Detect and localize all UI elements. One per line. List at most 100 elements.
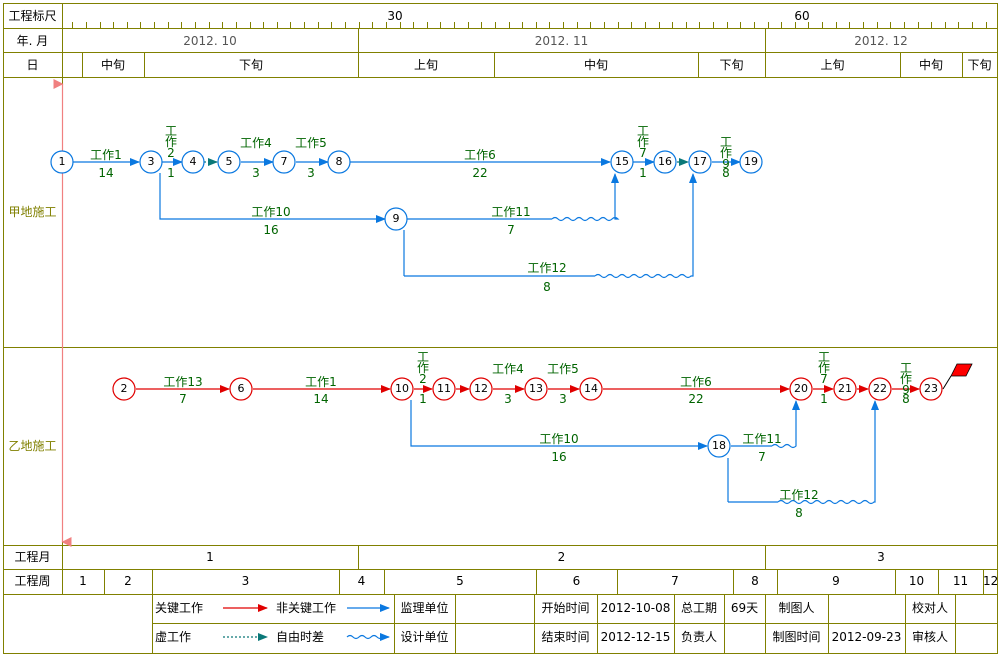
node-number: 10 bbox=[395, 382, 409, 395]
work-name: 工作11 bbox=[491, 205, 531, 219]
work-name: 工作11 bbox=[742, 432, 782, 446]
node-a-1 bbox=[50, 150, 74, 174]
total-duration-value: 69天 bbox=[730, 601, 759, 615]
work-name: 工作1 bbox=[90, 148, 122, 162]
period-3: 上旬 bbox=[413, 58, 438, 72]
node-b-2 bbox=[112, 377, 136, 401]
node-number: 21 bbox=[838, 382, 852, 395]
legend-free-float-label: 自由时差 bbox=[276, 630, 325, 644]
work-duration: 8 bbox=[795, 506, 803, 520]
node-number: 5 bbox=[225, 155, 233, 168]
node-a-5 bbox=[217, 150, 241, 174]
node-number: 23 bbox=[924, 382, 938, 395]
lane-b-noncritical-arrows bbox=[410, 400, 879, 505]
finish-flag-icon bbox=[950, 363, 973, 377]
work-name: 工作12 bbox=[527, 261, 567, 275]
period-5: 下旬 bbox=[719, 58, 744, 72]
row-label-project-week: 工程周 bbox=[14, 574, 51, 588]
node-number: 15 bbox=[615, 155, 629, 168]
work-duration: 22 bbox=[688, 392, 704, 406]
scale-tick-60: 60 bbox=[794, 9, 810, 23]
work-name: 工作6 bbox=[680, 375, 712, 389]
work-duration: 14 bbox=[98, 166, 114, 180]
node-number: 17 bbox=[693, 155, 707, 168]
project-week-5: 5 bbox=[456, 574, 464, 588]
row-label-month: 年. 月 bbox=[16, 34, 49, 48]
project-week-1: 1 bbox=[79, 574, 87, 588]
lane-label-a: 甲地施工 bbox=[8, 205, 57, 219]
work-name: 工作2 bbox=[164, 124, 177, 160]
work-duration: 3 bbox=[307, 166, 315, 180]
month-oct: 2012. 10 bbox=[183, 34, 237, 48]
project-week-2: 2 bbox=[124, 574, 132, 588]
node-number: 13 bbox=[529, 382, 543, 395]
legend-arrows bbox=[223, 604, 390, 641]
node-number: 4 bbox=[189, 155, 197, 168]
lane-a-nodes bbox=[50, 150, 763, 231]
work-name: 工作7 bbox=[817, 350, 830, 386]
drawer-label: 制图人 bbox=[778, 601, 815, 615]
project-week-9: 9 bbox=[832, 574, 840, 588]
node-b-13 bbox=[524, 377, 548, 401]
node-a-7 bbox=[272, 150, 296, 174]
project-week-7: 7 bbox=[671, 574, 679, 588]
work-duration: 8 bbox=[543, 280, 551, 294]
proofreader-label: 校对人 bbox=[911, 601, 948, 615]
work-duration: 8 bbox=[902, 392, 910, 406]
period-4: 中旬 bbox=[583, 58, 608, 72]
work-duration: 1 bbox=[419, 392, 427, 406]
work-name: 工作9 bbox=[719, 135, 732, 171]
period-7: 中旬 bbox=[918, 58, 943, 72]
legend-critical-label: 关键工作 bbox=[155, 601, 204, 615]
node-b-18 bbox=[707, 434, 731, 458]
month-nov: 2012. 11 bbox=[534, 34, 589, 48]
node-number: 12 bbox=[474, 382, 488, 395]
work-name: 工作12 bbox=[779, 488, 819, 502]
end-time-label: 结束时间 bbox=[541, 630, 590, 644]
work-duration: 7 bbox=[179, 392, 187, 406]
node-b-6 bbox=[229, 377, 253, 401]
period-8: 下旬 bbox=[967, 58, 992, 72]
scale-tick-30: 30 bbox=[387, 9, 403, 23]
legend-dummy-label: 虚工作 bbox=[155, 630, 192, 644]
node-number: 7 bbox=[280, 155, 288, 168]
supervisor-unit-label: 监理单位 bbox=[400, 601, 449, 615]
work-duration: 8 bbox=[722, 166, 730, 180]
work-duration: 16 bbox=[551, 450, 567, 464]
work-name: 工作1 bbox=[305, 375, 337, 389]
start-time-label: 开始时间 bbox=[541, 601, 590, 615]
node-number: 22 bbox=[873, 382, 887, 395]
project-week-11: 11 bbox=[952, 574, 969, 588]
legend-free-float-arrow bbox=[346, 633, 390, 641]
work-duration: 3 bbox=[504, 392, 512, 406]
work-name: 工作4 bbox=[240, 136, 272, 150]
node-number: 3 bbox=[147, 155, 155, 168]
draw-time-label: 制图时间 bbox=[772, 630, 821, 644]
node-number: 14 bbox=[584, 382, 598, 395]
work-name: 工作5 bbox=[295, 136, 327, 150]
finish-flag-pole bbox=[942, 375, 952, 390]
node-number: 9 bbox=[392, 212, 400, 225]
project-month-2: 2 bbox=[557, 550, 566, 564]
project-week-4: 4 bbox=[357, 574, 366, 588]
project-week-6: 6 bbox=[572, 574, 581, 588]
start-time-value: 2012-10-08 bbox=[600, 601, 671, 615]
node-b-22 bbox=[868, 377, 892, 401]
work-duration: 1 bbox=[639, 166, 647, 180]
node-a-4 bbox=[181, 150, 205, 174]
lane-b-nodes bbox=[112, 377, 943, 401]
project-month-3: 3 bbox=[877, 550, 885, 564]
work-duration: 7 bbox=[507, 223, 515, 237]
node-number: 20 bbox=[794, 382, 808, 395]
end-time-value: 2012-12-15 bbox=[600, 630, 671, 644]
node-number: 1 bbox=[58, 155, 66, 168]
work-duration: 1 bbox=[167, 166, 175, 180]
work-name: 工作4 bbox=[492, 362, 524, 376]
period-1: 中旬 bbox=[100, 58, 125, 72]
work-name: 工作7 bbox=[636, 124, 649, 160]
legend-noncritical-label: 非关键工作 bbox=[276, 601, 337, 615]
node-a-9 bbox=[384, 207, 408, 231]
node-number: 19 bbox=[744, 155, 758, 168]
project-week-10: 10 bbox=[908, 574, 925, 588]
row-label-day: 日 bbox=[26, 58, 39, 72]
